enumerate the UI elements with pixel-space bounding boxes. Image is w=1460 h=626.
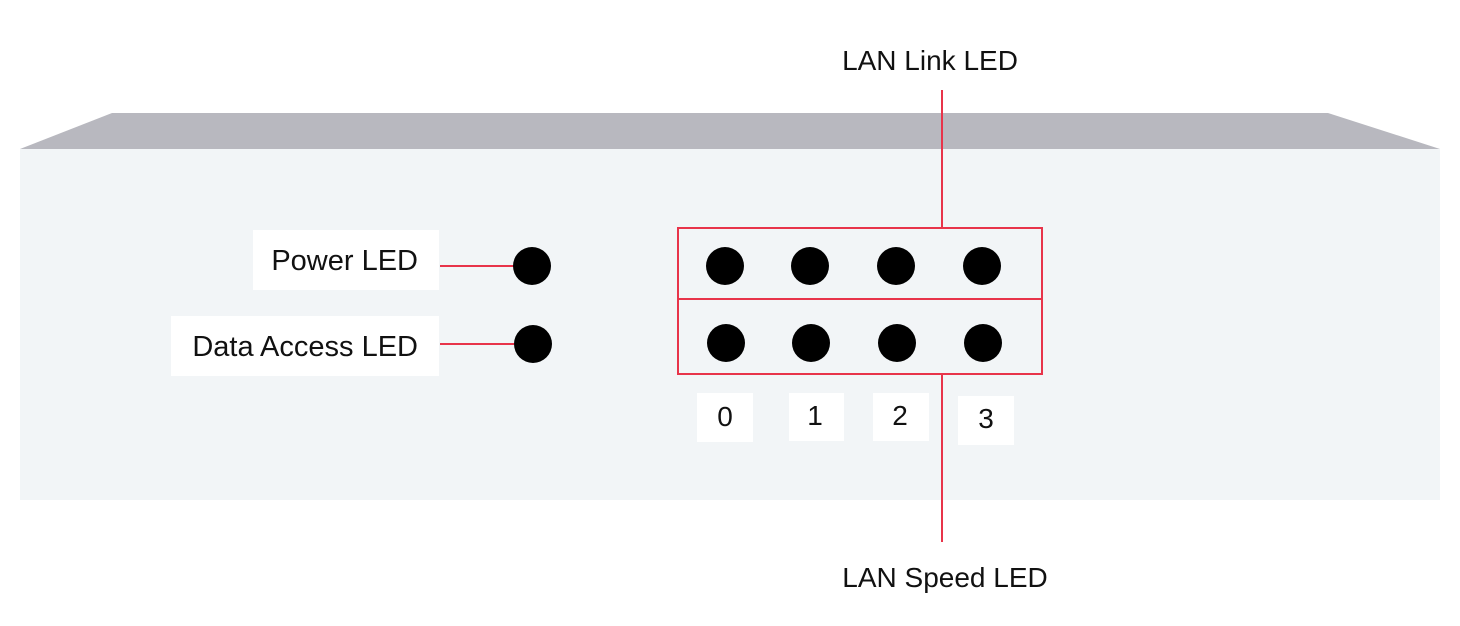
port-1-label: 1 — [807, 400, 823, 431]
data-access-led-label-bg — [171, 316, 439, 376]
power-led-label-bg — [253, 230, 439, 290]
port-2-label: 2 — [892, 400, 908, 431]
port-2-label-bg — [873, 393, 929, 441]
lan-link-led-label: LAN Link LED — [842, 45, 1018, 76]
port-3-label: 3 — [978, 403, 994, 434]
lan-speed-led-port-2 — [878, 324, 916, 362]
lan-speed-led-port-1 — [792, 324, 830, 362]
lan-speed-led-label: LAN Speed LED — [842, 562, 1047, 593]
lan-link-led-port-0 — [706, 247, 744, 285]
lan-speed-led-box — [677, 298, 1043, 375]
power-led-label: Power LED — [271, 245, 418, 277]
power-led — [513, 247, 551, 285]
device-top-surface — [20, 113, 1440, 149]
lan-link-led-port-3 — [963, 247, 1001, 285]
lan-link-led-port-2 — [877, 247, 915, 285]
port-0-label: 0 — [717, 401, 733, 432]
port-1-label-bg — [789, 393, 844, 441]
lan-speed-led-port-3 — [964, 324, 1002, 362]
lan-link-led-port-1 — [791, 247, 829, 285]
port-3-label-bg — [958, 396, 1014, 445]
lan-speed-led-port-0 — [707, 324, 745, 362]
data-access-led — [514, 325, 552, 363]
port-0-label-bg — [697, 393, 753, 442]
data-access-led-label: Data Access LED — [192, 331, 418, 363]
